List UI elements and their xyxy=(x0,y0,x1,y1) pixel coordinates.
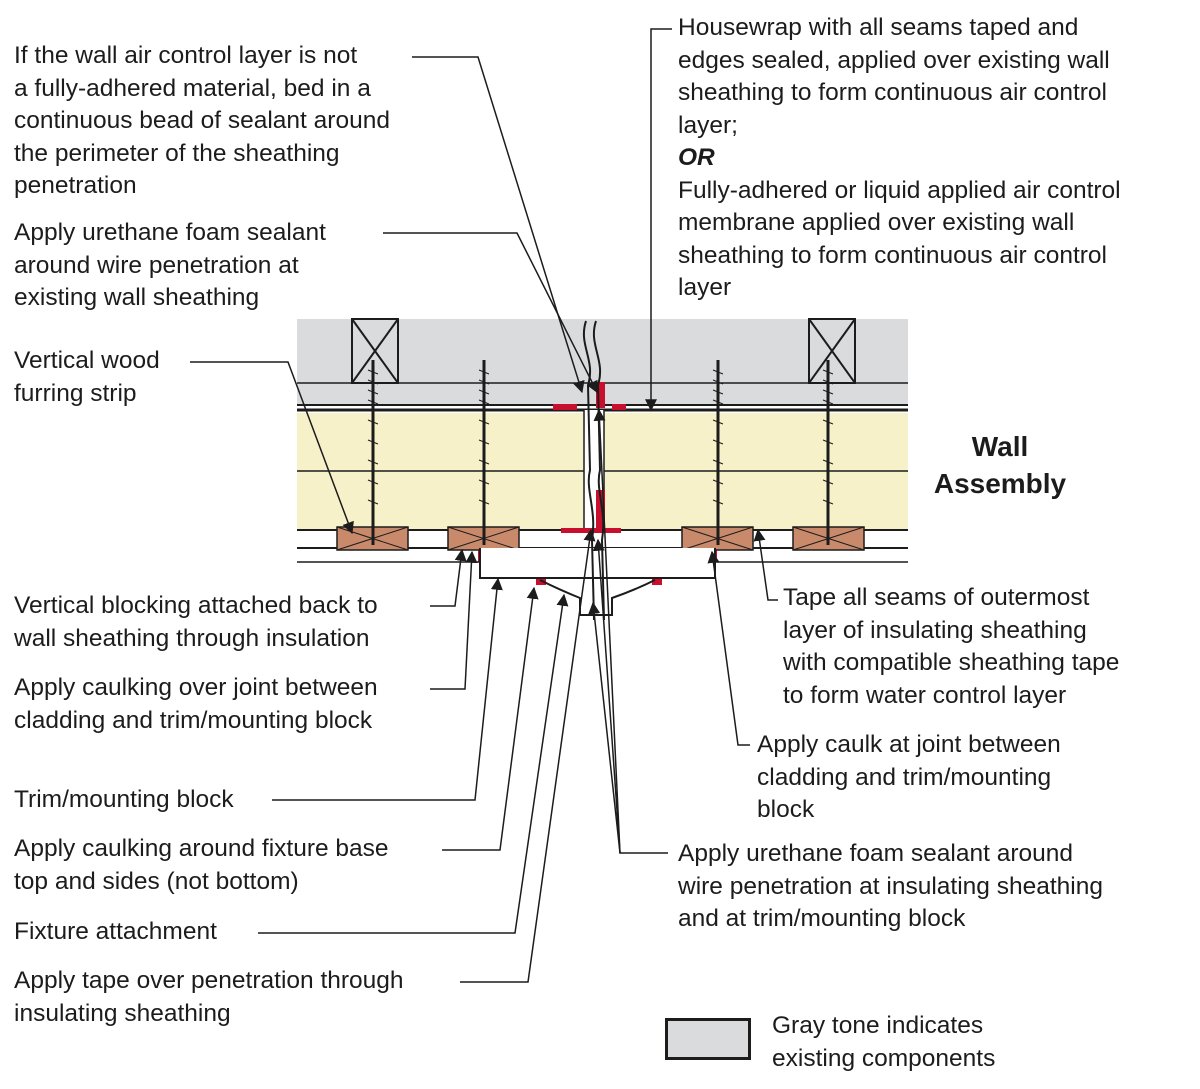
callout-line: layer xyxy=(678,274,732,301)
callout-line: Tape all seams of outermost xyxy=(783,584,1090,611)
callout-line: If the wall air control layer is not xyxy=(14,42,358,69)
callout-caulk-joint-left: Apply caulking over joint between claddi… xyxy=(14,672,378,737)
title-line-2: Assembly xyxy=(933,468,1067,499)
callout-caulk-fixture: Apply caulking around fixture base top a… xyxy=(14,833,389,898)
leader-lines xyxy=(190,28,778,983)
callout-line: around wire penetration at xyxy=(14,251,299,279)
callout-trim-block: Trim/mounting block xyxy=(14,784,234,817)
callout-tape-penetration: Apply tape over penetration through insu… xyxy=(14,965,404,1030)
callout-line: existing wall sheathing xyxy=(14,284,260,311)
callout-line: edges sealed, applied over existing wall xyxy=(678,46,1110,74)
callout-line: furring strip xyxy=(14,379,137,407)
callout-line: insulating sheathing xyxy=(14,999,231,1027)
title-line-1: Wall xyxy=(971,431,1029,462)
callout-blocking: Vertical blocking attached back to wall … xyxy=(14,590,378,655)
callout-line: Apply caulk at joint between xyxy=(757,731,1061,758)
callout-line: a fully-adhered material, bed in a xyxy=(14,74,371,102)
callout-line: sheathing to form continuous air control xyxy=(678,241,1107,269)
callout-line: membrane applied over existing wall xyxy=(678,209,1075,236)
callout-line: layer of insulating sheathing xyxy=(783,616,1087,644)
callout-line: the perimeter of the sheathing xyxy=(14,139,340,167)
callout-line: Fully-adhered or liquid applied air cont… xyxy=(678,176,1121,204)
callout-foam-wall-sheathing: Apply urethane foam sealant around wire … xyxy=(14,217,326,315)
callout-line: and at trim/mounting block xyxy=(678,905,966,932)
callout-line: Vertical blocking attached back to xyxy=(14,592,378,619)
callout-foam-insulating: Apply urethane foam sealant around wire … xyxy=(678,838,1103,936)
callout-line: Apply caulking over joint between xyxy=(14,674,378,701)
callout-sealant-bead: If the wall air control layer is not a f… xyxy=(14,40,390,203)
callout-line: Trim/mounting block xyxy=(14,786,234,813)
callout-line: penetration xyxy=(14,172,137,199)
callout-line: continuous bead of sealant around xyxy=(14,107,390,134)
diagram-title: Wall Assembly xyxy=(920,428,1080,502)
callout-line: wire penetration at insulating sheathing xyxy=(678,872,1103,900)
callout-housewrap: Housewrap with all seams taped and edges… xyxy=(678,12,1121,305)
legend-line: existing components xyxy=(772,1044,996,1072)
callout-line: Apply caulking around fixture base xyxy=(14,835,389,862)
legend-text: Gray tone indicates existing components xyxy=(772,1010,995,1075)
callout-line: sheathing to form continuous air control xyxy=(678,79,1107,106)
callout-line: Apply urethane foam sealant around xyxy=(678,840,1073,867)
callout-caulk-joint-right: Apply caulk at joint between cladding an… xyxy=(757,729,1061,827)
callout-line: cladding and trim/mounting block xyxy=(14,706,373,734)
callout-line: Fixture attachment xyxy=(14,918,217,945)
callout-line: block xyxy=(757,796,815,823)
callout-line: top and sides (not bottom) xyxy=(14,867,299,895)
callout-line: cladding and trim/mounting xyxy=(757,763,1052,791)
callout-line: wall sheathing through insulation xyxy=(14,624,370,652)
wire xyxy=(582,320,595,621)
callout-line: Housewrap with all seams taped and xyxy=(678,14,1079,41)
callout-furring-strip: Vertical wood furring strip xyxy=(14,345,160,410)
wall-stud-right xyxy=(808,318,856,384)
legend-gray-swatch xyxy=(665,1018,751,1060)
callout-fixture-attachment: Fixture attachment xyxy=(14,916,217,949)
fasteners xyxy=(371,360,830,545)
callout-line: with compatible sheathing tape xyxy=(783,649,1120,676)
callout-line: to form water control layer xyxy=(783,681,1067,709)
callout-line: Vertical wood xyxy=(14,347,160,374)
callout-line: Apply urethane foam sealant xyxy=(14,219,326,246)
fixture-base xyxy=(539,579,656,616)
trim-mounting-block xyxy=(479,548,716,579)
callout-tape-seams: Tape all seams of outermost layer of ins… xyxy=(783,582,1119,712)
callout-line: Apply tape over penetration through xyxy=(14,967,404,994)
or-label: OR xyxy=(678,144,715,171)
callout-line: layer; xyxy=(678,111,738,139)
legend-line: Gray tone indicates xyxy=(772,1012,984,1039)
